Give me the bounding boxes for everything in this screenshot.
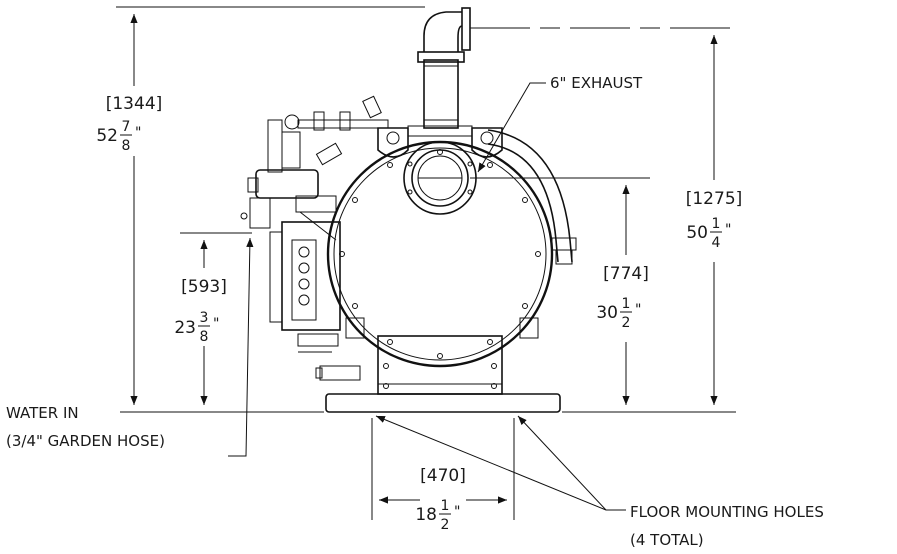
svg-text:": " [725,222,731,238]
svg-text:": " [454,504,460,520]
dimension-lines [116,6,740,520]
dim-hole-spacing-whole: 18 [415,505,437,525]
dim-hole-spacing-mm: [470] [420,466,466,486]
leader-floor-left [375,415,607,511]
dim-water-height: [593] 23 3 8 " [174,277,227,345]
floor-holes-count-label: (4 TOTAL) [630,531,704,549]
water-in-label: WATER IN [6,404,79,422]
exhaust-label: 6" EXHAUST [550,74,643,92]
svg-text:4: 4 [712,235,721,251]
dim-center-height-whole: 30 [596,303,618,323]
svg-text:": " [635,302,641,318]
dim-center-height: [774] 30 1 2 " [596,264,649,331]
floor-holes-label: FLOOR MOUNTING HOLES [630,503,824,521]
dim-water-height-whole: 23 [174,318,196,338]
svg-text:1: 1 [441,498,450,514]
svg-text:8: 8 [200,329,209,345]
return-pipe [487,129,573,263]
dim-hole-spacing: [470] 18 1 2 " [415,466,466,533]
lifting-lug-left [377,127,409,158]
leader-floor-right [517,415,607,511]
lifting-lug-right [471,127,503,158]
dim-exhaust-height: [1275] 50 1 4 " [686,189,743,251]
floor-base-plate [325,393,561,413]
callout-labels: 6" EXHAUST WATER IN (3/4" GARDEN HOSE) F… [6,74,824,549]
dim-water-height-mm: [593] [181,277,227,297]
drum-bolt-holes [339,149,541,359]
leader-exhaust [477,82,546,173]
svg-text:8: 8 [122,138,131,154]
svg-text:2: 2 [441,517,450,533]
dim-exhaust-height-mm: [1275] [686,189,743,209]
dim-overall-height-mm: [1344] [106,94,163,114]
svg-text:1: 1 [622,296,631,312]
dim-center-height-mm: [774] [603,264,649,284]
svg-text:": " [213,316,219,332]
dim-exhaust-height-whole: 50 [686,223,708,243]
svg-text:3: 3 [200,310,209,326]
svg-text:1: 1 [712,216,721,232]
main-drum [326,140,554,368]
leader-water-in [228,237,254,457]
svg-text:7: 7 [122,119,131,135]
boiler-assembly [240,7,577,413]
water-in-hose-label: (3/4" GARDEN HOSE) [6,432,165,450]
svg-text:2: 2 [622,315,631,331]
dim-overall-height-whole: 52 [96,126,118,146]
pedestal [377,335,503,395]
valve-cluster [255,169,319,199]
drain-valve [319,365,361,381]
svg-text:": " [135,125,141,141]
dim-overall-height: [1344] 52 7 8 " [96,94,162,154]
exhaust-stack [423,59,459,129]
exhaust-elbow [423,11,462,52]
